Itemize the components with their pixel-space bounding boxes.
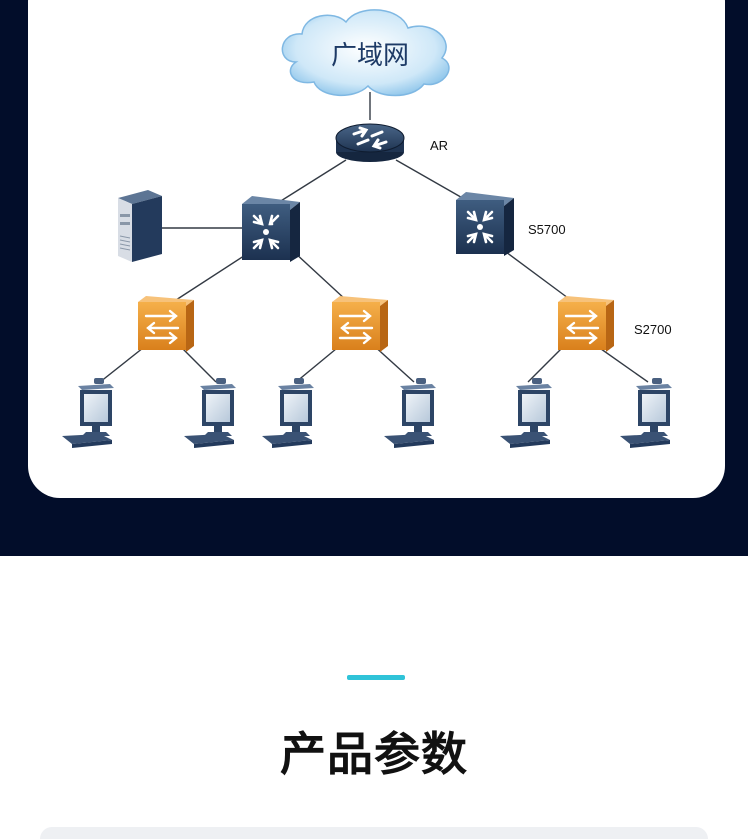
link-router-core-right: [395, 159, 467, 201]
router-label: AR: [430, 138, 448, 153]
core-switch-left-icon: [242, 196, 300, 262]
pc-2-icon: [184, 378, 236, 448]
link-access-1-pc-2: [177, 343, 217, 383]
link-access-2-pc-3: [295, 343, 343, 383]
pc-6-icon: [620, 378, 672, 448]
core-switch-label: S5700: [528, 222, 566, 237]
link-access-2-pc-4: [371, 343, 415, 383]
section-title: 产品参数: [280, 727, 468, 781]
link-access-3-pc-5: [527, 343, 567, 383]
pc-3-icon: [262, 378, 314, 448]
network-links: [99, 92, 649, 383]
pc-4-icon: [384, 378, 436, 448]
router-icon: [335, 123, 405, 162]
network-diagram-card: 广域网 AR: [28, 0, 725, 498]
link-access-3-pc-6: [593, 343, 649, 383]
access-switch-3-icon: [558, 296, 614, 352]
network-topology-diagram: 广域网 AR: [62, 9, 672, 448]
core-switch-right-icon: [456, 192, 514, 256]
access-switch-1-icon: [138, 296, 194, 352]
cloud-label: 广域网: [331, 41, 409, 71]
link-router-core-left: [275, 159, 347, 205]
access-switch-2-icon: [332, 296, 388, 352]
link-core-left-access-1: [175, 251, 251, 301]
cloud-wan-icon: 广域网: [281, 9, 450, 97]
parameter-table-edge: [40, 827, 708, 839]
section-accent-line: [347, 675, 405, 680]
pc-5-icon: [500, 378, 552, 448]
server-icon: [118, 190, 162, 262]
access-switch-label: S2700: [634, 322, 672, 337]
pc-1-icon: [62, 378, 114, 448]
link-core-right-access-3: [505, 251, 569, 299]
link-access-1-pc-1: [99, 343, 149, 383]
link-core-left-access-2: [293, 251, 347, 301]
